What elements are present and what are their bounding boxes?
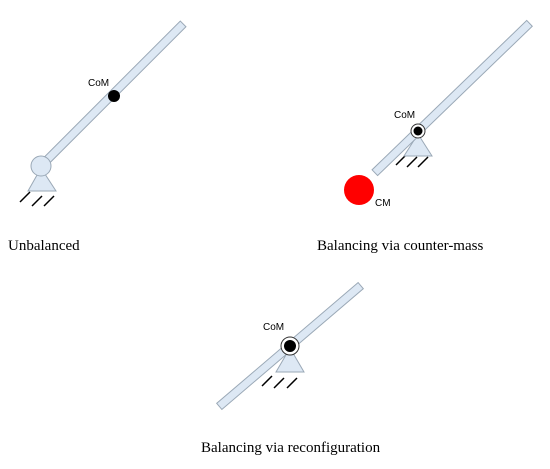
com-dot-inner [284,340,296,352]
support-triangle [275,347,305,373]
pivot-joint [30,155,52,177]
link-bar [371,19,533,177]
ground-hatch-icon [261,375,298,389]
reconfiguration-panel: CoM [215,281,365,411]
com-label: CoM [394,110,415,121]
com-dot [108,90,120,102]
com-dot-inner [413,126,423,136]
caption-counter-mass: Balancing via counter-mass [317,238,484,254]
ground-hatch-icon [395,154,429,168]
cm-label: CM [375,198,391,209]
ground-hatch-icon [19,191,55,207]
com-label: CoM [88,78,109,89]
caption-reconfiguration: Balancing via reconfiguration [201,440,381,456]
support-triangle [27,167,57,192]
counter-mass-ball [344,175,374,205]
unbalanced-panel: CoM [19,20,187,207]
com-label: CoM [263,322,284,333]
caption-unbalanced: Unbalanced [8,238,80,254]
counter-mass-panel: CM CoM [344,19,533,209]
support-triangle [403,133,433,157]
